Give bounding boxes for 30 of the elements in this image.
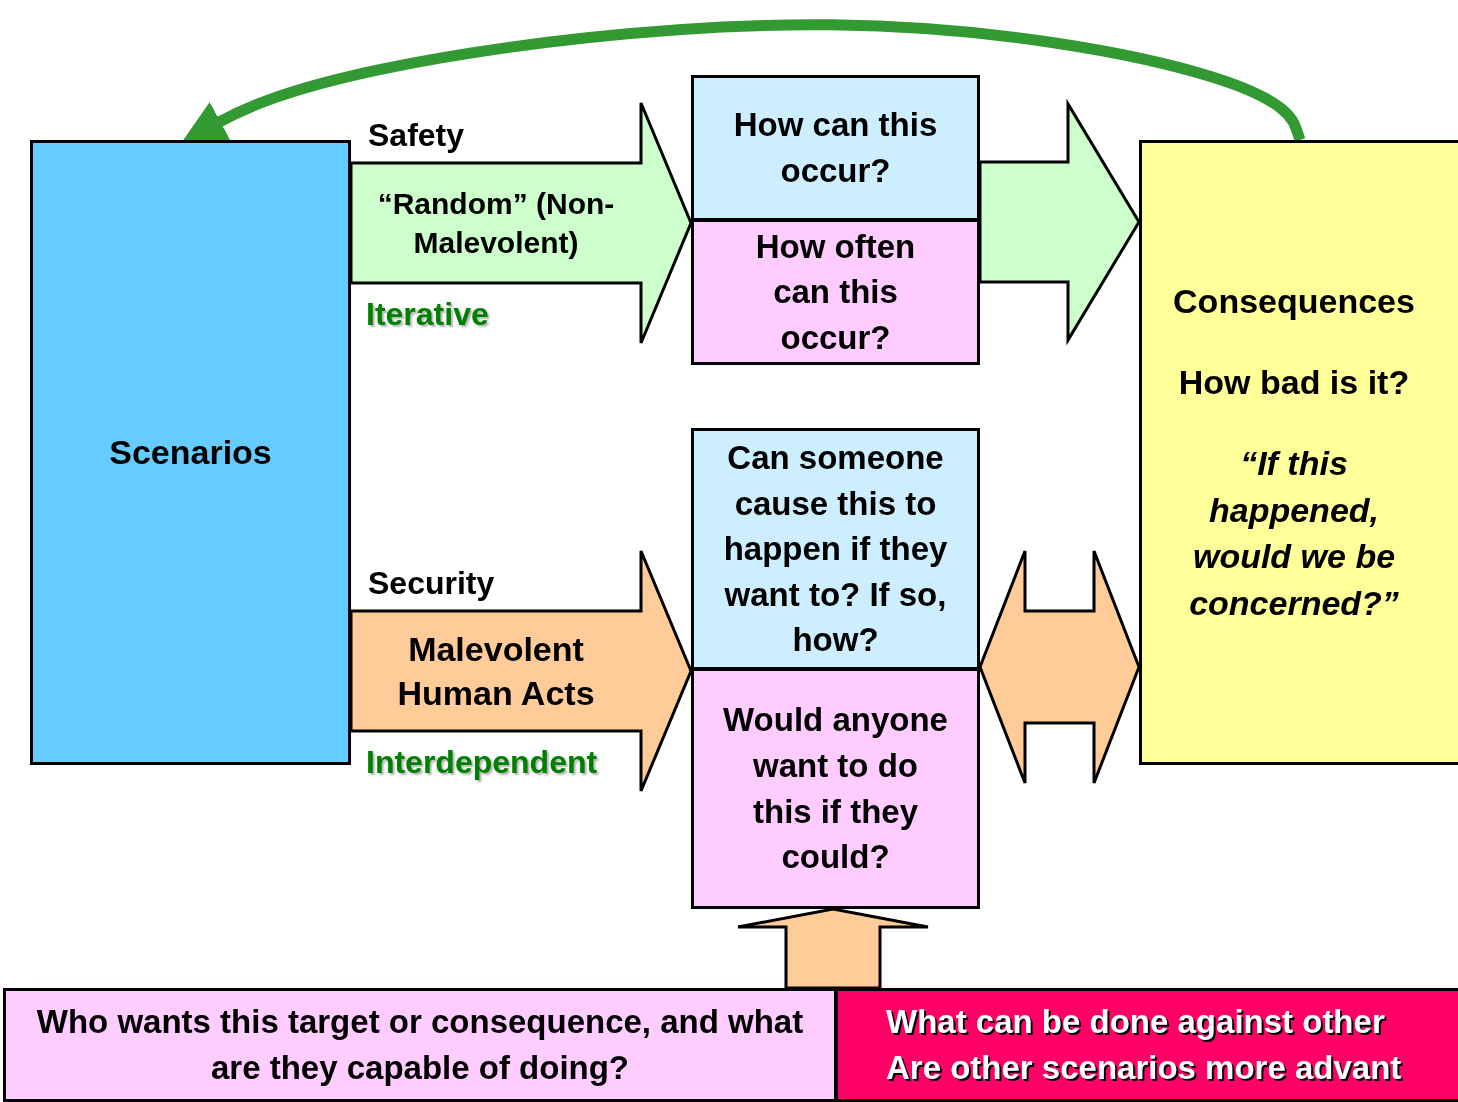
double-block-arrow bbox=[978, 549, 1141, 785]
category-note: Iterative bbox=[366, 296, 489, 333]
block-arrow bbox=[736, 907, 930, 990]
box-text: Scenarios bbox=[109, 432, 272, 474]
box-text: “If this happened, would we be concerned?” bbox=[1188, 442, 1400, 625]
question-box bbox=[691, 219, 980, 365]
block-arrow bbox=[978, 98, 1141, 346]
edge-label: “Random” (Non-Malevolent) bbox=[376, 186, 616, 261]
box-text: What can be done against other bbox=[886, 1002, 1385, 1043]
question-banner bbox=[835, 988, 1458, 1102]
category-label: Security bbox=[368, 565, 495, 602]
edge-label: Malevolent Human Acts bbox=[396, 628, 596, 714]
box-text: How often can this occur? bbox=[754, 226, 917, 358]
question-banner bbox=[3, 988, 837, 1102]
block-arrow bbox=[349, 549, 693, 793]
consequences-box bbox=[1139, 140, 1458, 765]
box-text: How can this occur? bbox=[732, 105, 939, 191]
question-box bbox=[691, 428, 980, 670]
box-text: Are other scenarios more advant bbox=[886, 1048, 1402, 1088]
category-label: Safety bbox=[368, 117, 465, 154]
box-text: Can someone cause this to happen if they want to? If so, how? bbox=[722, 438, 949, 661]
box-text: How bad is it? bbox=[1178, 361, 1410, 403]
block-arrow bbox=[349, 101, 693, 345]
question-box bbox=[691, 75, 980, 221]
question-box bbox=[691, 668, 980, 909]
box-text: Who wants this target or consequence, and what are they capable of doing? bbox=[35, 1002, 805, 1088]
scenarios-box bbox=[30, 140, 351, 765]
category-note: Interdependent bbox=[366, 744, 598, 781]
box-text: Consequences bbox=[1173, 280, 1415, 322]
box-text: Would anyone want to do this if they could? bbox=[722, 700, 949, 878]
